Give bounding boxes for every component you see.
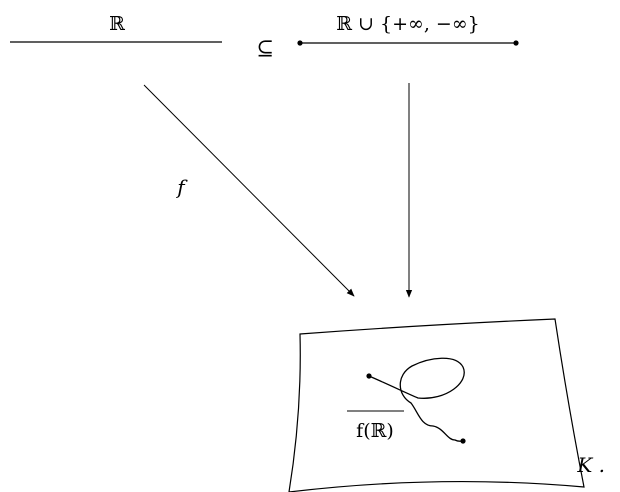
extended-real-line-label: ℝ ∪ {+∞, −∞} (336, 13, 480, 35)
curve-end-point (460, 438, 466, 444)
closure-label: f(ℝ) (356, 420, 394, 442)
map-f-label: f (175, 175, 188, 199)
image-curve (368, 357, 465, 442)
plus-infinity-endpoint (513, 40, 519, 46)
minus-infinity-endpoint (297, 40, 303, 46)
space-k-region (288, 318, 585, 492)
real-line-label: ℝ (109, 13, 125, 35)
subset-symbol: ⊆ (256, 36, 274, 60)
space-k-label: K . (576, 453, 605, 477)
map-f-arrow (143, 84, 355, 297)
curve-start-point (366, 373, 372, 379)
